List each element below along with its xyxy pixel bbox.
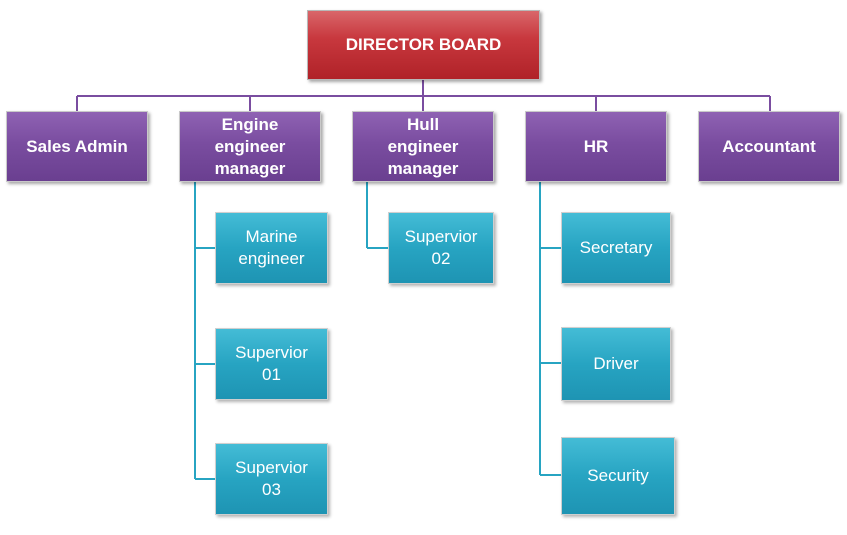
node-marine-engineer: Marine engineer	[215, 212, 328, 284]
manager-connectors	[76, 80, 771, 111]
node-director-board: DIRECTOR BOARD	[307, 10, 540, 80]
node-driver: Driver	[561, 327, 671, 401]
staff-connectors	[194, 182, 561, 480]
node-engine-engineer-manager: Engine engineer manager	[179, 111, 321, 182]
node-hull-engineer-manager: Hull engineer manager	[352, 111, 494, 182]
node-supervior-02: Supervior 02	[388, 212, 494, 284]
node-secretary: Secretary	[561, 212, 671, 284]
node-accountant: Accountant	[698, 111, 840, 182]
node-sales-admin: Sales Admin	[6, 111, 148, 182]
node-supervior-01: Supervior 01	[215, 328, 328, 400]
node-supervior-03: Supervior 03	[215, 443, 328, 515]
node-hr: HR	[525, 111, 667, 182]
node-security: Security	[561, 437, 675, 515]
